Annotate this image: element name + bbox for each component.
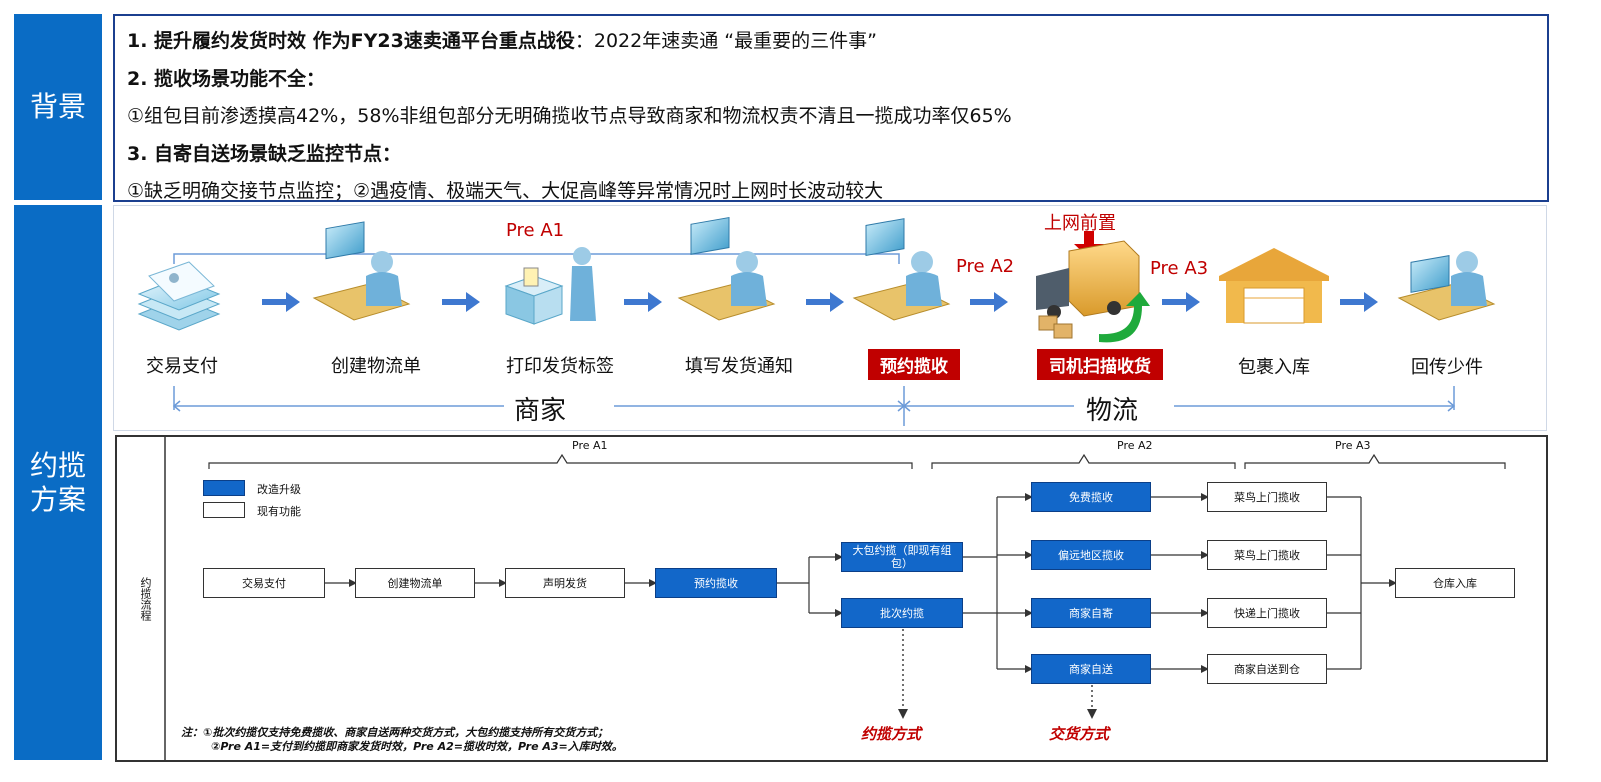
mode-label: 约揽方式 (861, 725, 922, 743)
node-selfdeliver: 商家自送 (1031, 654, 1151, 684)
background-line-4: 3. 自寄自送场景缺乏监控节点： (127, 143, 402, 165)
person-computer-icon-2 (677, 216, 776, 321)
sidebar-plan-label-2: 方案 (29, 482, 86, 516)
node-free: 免费揽收 (1031, 482, 1151, 512)
node-declare: 声明发货 (505, 568, 625, 598)
person-computer-icon-4 (1397, 251, 1496, 321)
background-line-1: 1. 提升履约发货时效 作为FY23速卖通平台重点战役：2022年速卖通 “最重… (127, 26, 877, 53)
note-line-1: 注：①批次约揽仅支持免费揽收、商家自送两种交货方式，大包约揽支持所有交货方式； (181, 726, 609, 739)
arrow-2 (442, 292, 480, 312)
legend-upgrade-label: 改造升级 (257, 483, 301, 496)
node-warehouse: 仓库入库 (1395, 568, 1515, 598)
arrow-5 (970, 292, 1008, 312)
node-express: 快递上门揽收 (1207, 598, 1327, 628)
background-line-3: ①组包目前渗透摸高42%，58%非组包部分无明确揽收节点导致商家和物流权责不清且… (127, 105, 1012, 127)
legend-upgrade-swatch (203, 480, 245, 496)
node-batch: 批次约揽 (841, 598, 963, 628)
flow-arrowheads (349, 493, 1397, 673)
flow-pre-a1-label: Pre A1 (572, 439, 608, 452)
person-computer-icon-3 (852, 218, 951, 321)
node-towh: 商家自送到仓 (1207, 654, 1327, 684)
flow-side-label: 约揽流程 (139, 577, 152, 621)
step-create: 创建物流单 (331, 356, 421, 377)
step-print: 打印发货标签 (506, 356, 614, 377)
arrow-6 (1162, 292, 1200, 312)
shangwang-label: 上网前置 (1044, 213, 1116, 234)
flow-pre-a3-brace (1244, 453, 1506, 469)
warehouse-icon (1219, 248, 1329, 324)
node-create: 创建物流单 (355, 568, 475, 598)
step-pay: 交易支付 (146, 356, 218, 377)
flow-pre-a2-brace (931, 453, 1236, 469)
process-diagram (137, 216, 1496, 426)
node-cn1: 菜鸟上门揽收 (1207, 482, 1327, 512)
step-warehouse: 包裹入库 (1238, 357, 1310, 378)
arrow-1 (262, 292, 300, 312)
background-line-1-bold: 1. 提升履约发货时效 作为FY23速卖通平台重点战役 (127, 30, 575, 52)
pre-a3-label: Pre A3 (1150, 258, 1209, 279)
node-big: 大包约揽（即现有组包） (841, 542, 963, 572)
pre-a1-label: Pre A1 (506, 220, 565, 241)
handover-label: 交货方式 (1049, 725, 1110, 743)
legend-existing-label: 现有功能 (257, 505, 301, 518)
sidebar-plan-label-1: 约揽 (29, 448, 86, 482)
person-computer-icon-1 (312, 221, 411, 321)
package-person-icon (504, 247, 596, 325)
document-stack-icon (137, 261, 221, 331)
merchant-bracket (173, 386, 905, 426)
node-pay: 交易支付 (203, 568, 325, 598)
flow-pre-a1-brace (208, 453, 913, 469)
background-panel: 1. 提升履约发货时效 作为FY23速卖通平台重点战役：2022年速卖通 “最重… (113, 14, 1549, 202)
node-cn2: 菜鸟上门揽收 (1207, 540, 1327, 570)
arrow-7 (1340, 292, 1378, 312)
arrow-3 (624, 292, 662, 312)
step-return: 回传少件 (1411, 357, 1483, 378)
sidebar-background-label: 背景 (29, 90, 86, 123)
pre-a2-label: Pre A2 (956, 256, 1015, 277)
process-panel: Pre A1 Pre A2 Pre A3 上网前置 交易支付 创建物流单 打印发… (113, 205, 1547, 431)
merchant-label: 商家 (504, 390, 577, 427)
flow-panel: Pre A1 Pre A2 Pre A3 约揽流程 改造升级 现有功能 交易支付… (115, 435, 1548, 762)
flow-diagram (164, 437, 1506, 760)
logistics-label: 物流 (1076, 390, 1149, 427)
step-book: 预约揽收 (868, 349, 960, 380)
flow-pre-a3-label: Pre A3 (1335, 439, 1371, 452)
legend-existing-swatch (203, 502, 245, 518)
flow-connectors (325, 496, 1389, 670)
step-scan: 司机扫描收货 (1037, 349, 1163, 380)
pre-a1-brace (173, 253, 900, 264)
background-line-2: 2. 揽收场景功能不全： (127, 68, 326, 90)
sidebar-plan: 约揽 方案 (14, 205, 102, 760)
truck-icon (1036, 231, 1150, 343)
background-line-1-rest: ：2022年速卖通 “最重要的三件事” (574, 30, 877, 52)
flow-pre-a2-label: Pre A2 (1117, 439, 1153, 452)
background-line-5: ①缺乏明确交接节点监控；②遇疫情、极端天气、大促高峰等异常情况时上网时长波动较大 (127, 180, 884, 202)
process-arrows (262, 292, 1378, 312)
node-book: 预约揽收 (655, 568, 777, 598)
node-selfsend: 商家自寄 (1031, 598, 1151, 628)
logistics-bracket (904, 386, 1455, 410)
sidebar-background: 背景 (14, 14, 102, 200)
arrow-4 (806, 292, 844, 312)
note-line-2: ②Pre A1=支付到约揽即商家发货时效，Pre A2=揽收时效，Pre A3=… (211, 740, 623, 753)
step-notify: 填写发货通知 (685, 356, 793, 377)
node-remote: 偏远地区揽收 (1031, 540, 1151, 570)
